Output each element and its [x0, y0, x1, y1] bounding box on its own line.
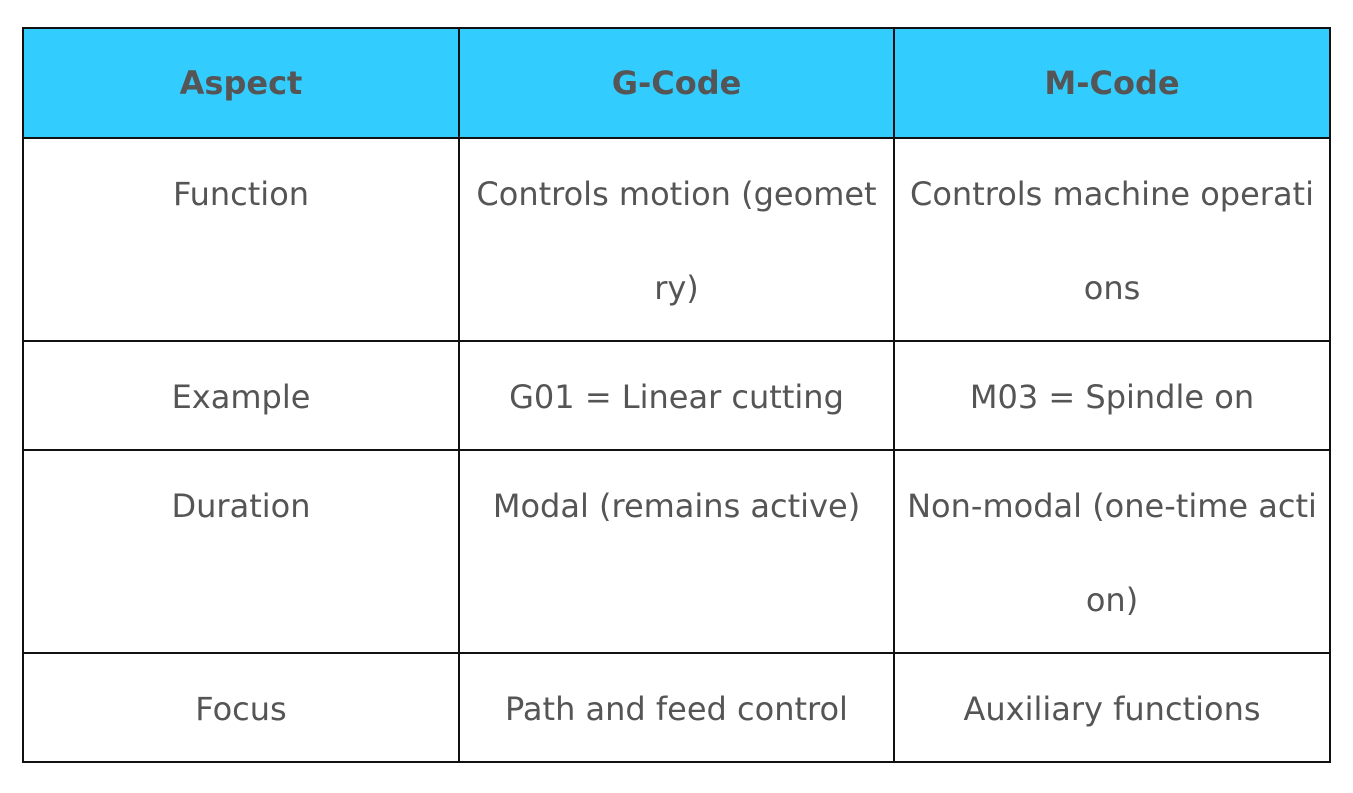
cell-m-code-duration: Non-modal (one-time action) — [893, 449, 1331, 654]
cell-aspect-example: Example — [22, 340, 460, 451]
header-aspect: Aspect — [22, 27, 460, 139]
cell-m-code-example: M03 = Spindle on — [893, 340, 1331, 451]
cell-g-code-function: Controls motion (geometry) — [458, 137, 895, 342]
cell-g-code-example: G01 = Linear cutting — [458, 340, 895, 451]
cell-g-code-duration: Modal (remains active) — [458, 449, 895, 654]
table-row: Function Controls motion (geometry) Cont… — [22, 137, 1331, 342]
header-m-code: M-Code — [893, 27, 1331, 139]
header-g-code: G-Code — [458, 27, 895, 139]
table-row: Focus Path and feed control Auxiliary fu… — [22, 652, 1331, 763]
cell-m-code-function: Controls machine operations — [893, 137, 1331, 342]
table-row: Duration Modal (remains active) Non-moda… — [22, 449, 1331, 654]
table-row: Example G01 = Linear cutting M03 = Spind… — [22, 340, 1331, 451]
cell-aspect-focus: Focus — [22, 652, 460, 763]
cell-g-code-focus: Path and feed control — [458, 652, 895, 763]
table-header-row: Aspect G-Code M-Code — [22, 27, 1331, 139]
comparison-table-container: Aspect G-Code M-Code Function Controls m… — [22, 27, 1331, 763]
cell-aspect-function: Function — [22, 137, 460, 342]
cell-aspect-duration: Duration — [22, 449, 460, 654]
cell-m-code-focus: Auxiliary functions — [893, 652, 1331, 763]
gcode-mcode-comparison-table: Aspect G-Code M-Code Function Controls m… — [22, 27, 1331, 763]
